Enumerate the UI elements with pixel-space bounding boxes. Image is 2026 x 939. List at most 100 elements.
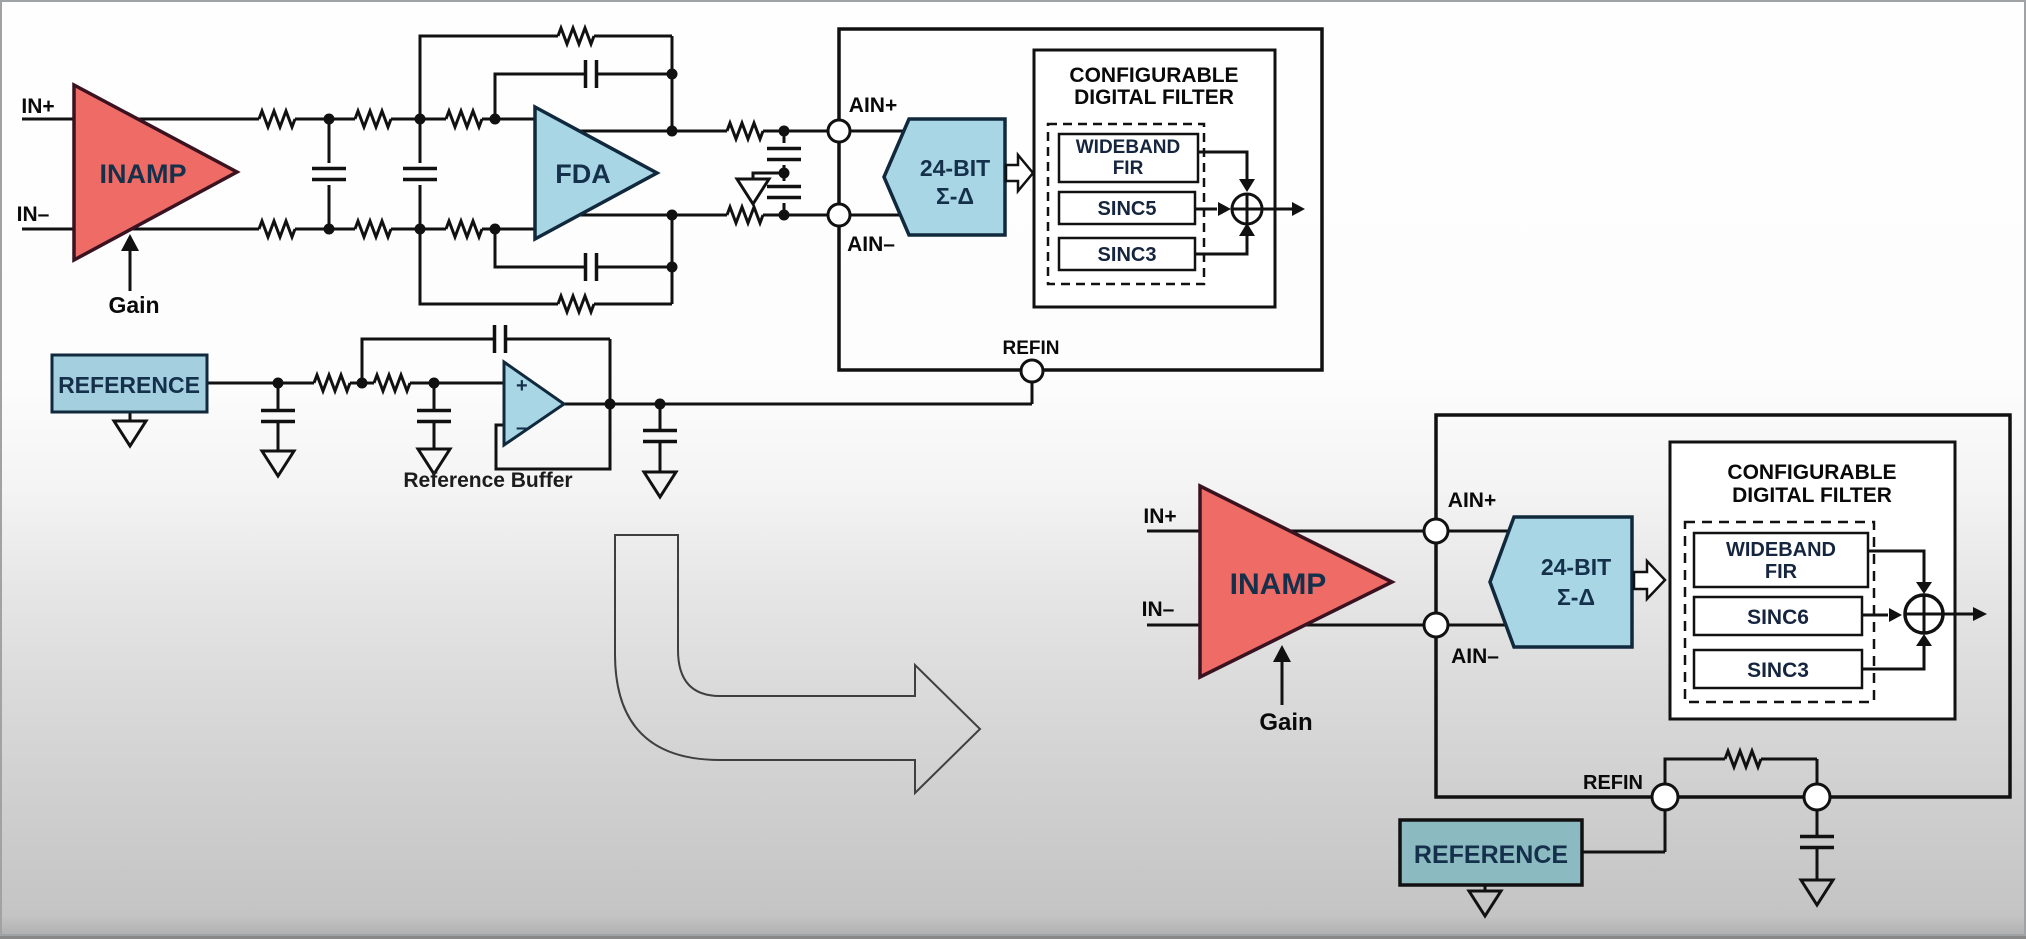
before-stage3-label: SINC3 bbox=[1098, 244, 1157, 266]
after-adc-line1: 24-BIT bbox=[1541, 554, 1611, 580]
before-chip-box bbox=[837, 27, 1324, 372]
after-adc-output-block-arrow bbox=[1632, 557, 1667, 603]
after-summing-cross bbox=[1905, 595, 1943, 633]
after-gain-label: Gain bbox=[1259, 709, 1312, 736]
resistor bbox=[312, 373, 352, 393]
before-fda-feedback bbox=[418, 34, 674, 306]
curved-arrow-outline bbox=[614, 534, 982, 796]
after-ain-minus-label: AIN– bbox=[1451, 645, 1499, 668]
before-filter-title-2: DIGITAL FILTER bbox=[1074, 86, 1234, 109]
before-inamp-triangle bbox=[72, 82, 241, 263]
resistor bbox=[1723, 749, 1763, 769]
after-inamp-triangle bbox=[1198, 483, 1396, 680]
before-stage-wideband-fir bbox=[1057, 132, 1200, 184]
after-reference-block bbox=[1398, 818, 1584, 887]
after-stage1-line1: WIDEBAND bbox=[1726, 539, 1836, 561]
before-reference-label: REFERENCE bbox=[58, 372, 200, 398]
before-refbuffer-opamp bbox=[502, 359, 567, 448]
capacitor bbox=[583, 58, 599, 90]
before-fda-label: FDA bbox=[555, 159, 611, 189]
resistor bbox=[556, 26, 596, 46]
arrowhead bbox=[1889, 608, 1902, 622]
capacitor bbox=[641, 428, 679, 444]
resistor bbox=[372, 373, 412, 393]
before-filter-routing bbox=[1195, 150, 1292, 256]
before-fda-triangle bbox=[533, 104, 661, 242]
capacitor bbox=[583, 251, 599, 283]
resistor bbox=[725, 205, 765, 225]
ground-icon bbox=[642, 470, 678, 499]
before-stage1-line2: FIR bbox=[1113, 158, 1144, 179]
capacitor bbox=[310, 166, 348, 182]
ground-icon bbox=[1467, 889, 1503, 918]
opamp-minus-label: – bbox=[516, 417, 527, 439]
before-shunt-cap-leads bbox=[327, 119, 422, 229]
after-refin-port bbox=[1650, 782, 1680, 812]
before-reference-block bbox=[50, 353, 209, 414]
after-ain-plus-label: AIN+ bbox=[1448, 489, 1496, 512]
after-inamp-label: INAMP bbox=[1230, 568, 1327, 601]
before-summing-cross bbox=[1232, 194, 1262, 224]
opamp-plus-label: + bbox=[516, 375, 528, 397]
arrowhead bbox=[1916, 634, 1932, 646]
after-reference-label: REFERENCE bbox=[1414, 841, 1568, 869]
before-ain-minus-port bbox=[826, 202, 852, 228]
arrowhead bbox=[1973, 607, 1987, 621]
resistor bbox=[353, 219, 393, 239]
capacitor bbox=[492, 323, 508, 355]
arrowhead bbox=[1292, 202, 1305, 216]
after-filter-title-2: DIGITAL FILTER bbox=[1732, 484, 1892, 507]
ground-icon bbox=[112, 419, 148, 448]
capacitor bbox=[401, 166, 439, 182]
after-stage-wideband-fir bbox=[1692, 531, 1870, 589]
before-diagram: INAMP IN+ IN– Gain FDA REFERENCE + – Ref… bbox=[17, 26, 1324, 499]
capacitor bbox=[765, 146, 803, 162]
resistor bbox=[725, 121, 765, 141]
before-in-minus-label: IN– bbox=[17, 203, 50, 226]
ground-icon bbox=[260, 449, 296, 478]
after-diagram: INAMP IN+ IN– Gain 24-BIT Σ-Δ CONFIGURAB… bbox=[1142, 413, 2012, 918]
ground-icon bbox=[735, 177, 771, 206]
transform-arrow bbox=[614, 534, 982, 796]
after-adc-line2: Σ-Δ bbox=[1557, 584, 1595, 610]
before-in-plus-label: IN+ bbox=[21, 95, 54, 118]
before-junction-dots bbox=[272, 68, 790, 410]
after-ain-minus-port bbox=[1422, 611, 1450, 639]
before-gain-label: Gain bbox=[108, 292, 159, 318]
after-chip-box bbox=[1434, 413, 2012, 799]
after-refcap-port bbox=[1802, 782, 1832, 812]
resistor bbox=[257, 109, 297, 129]
ground-icon bbox=[1799, 878, 1835, 907]
capacitor bbox=[415, 408, 453, 424]
after-adc-block bbox=[1488, 515, 1634, 649]
before-gain-arrowhead bbox=[121, 234, 139, 251]
before-stage1-line1: WIDEBAND bbox=[1076, 137, 1181, 158]
after-reference-wires bbox=[1483, 757, 1819, 891]
before-ain-minus-label: AIN– bbox=[847, 233, 895, 256]
before-adc-output-block-arrow bbox=[1004, 151, 1035, 195]
after-ain-plus-port bbox=[1422, 517, 1450, 545]
after-stage3-label: SINC3 bbox=[1747, 659, 1809, 682]
before-ain-plus-port bbox=[826, 118, 852, 144]
before-adc-line1: 24-BIT bbox=[920, 155, 990, 181]
before-filter-dashed-box bbox=[1046, 122, 1206, 286]
resistor bbox=[444, 109, 484, 129]
resistor bbox=[353, 109, 393, 129]
capacitor bbox=[1798, 834, 1836, 850]
after-in-minus-label: IN– bbox=[1142, 598, 1175, 621]
after-refin-label: REFIN bbox=[1583, 772, 1643, 794]
before-reference-buffer-label: Reference Buffer bbox=[403, 469, 572, 492]
after-filter-dashed-box bbox=[1683, 520, 1876, 704]
after-in-plus-label: IN+ bbox=[1143, 505, 1176, 528]
before-filter-title-1: CONFIGURABLE bbox=[1069, 64, 1238, 87]
after-gain-arrowhead bbox=[1273, 645, 1291, 662]
after-filter-routing bbox=[1862, 549, 1973, 671]
arrowhead bbox=[1218, 202, 1231, 216]
arrowhead bbox=[1916, 582, 1932, 594]
resistor bbox=[556, 294, 596, 314]
resistor bbox=[444, 219, 484, 239]
after-stage1-line2: FIR bbox=[1765, 561, 1798, 583]
capacitor bbox=[765, 184, 803, 200]
